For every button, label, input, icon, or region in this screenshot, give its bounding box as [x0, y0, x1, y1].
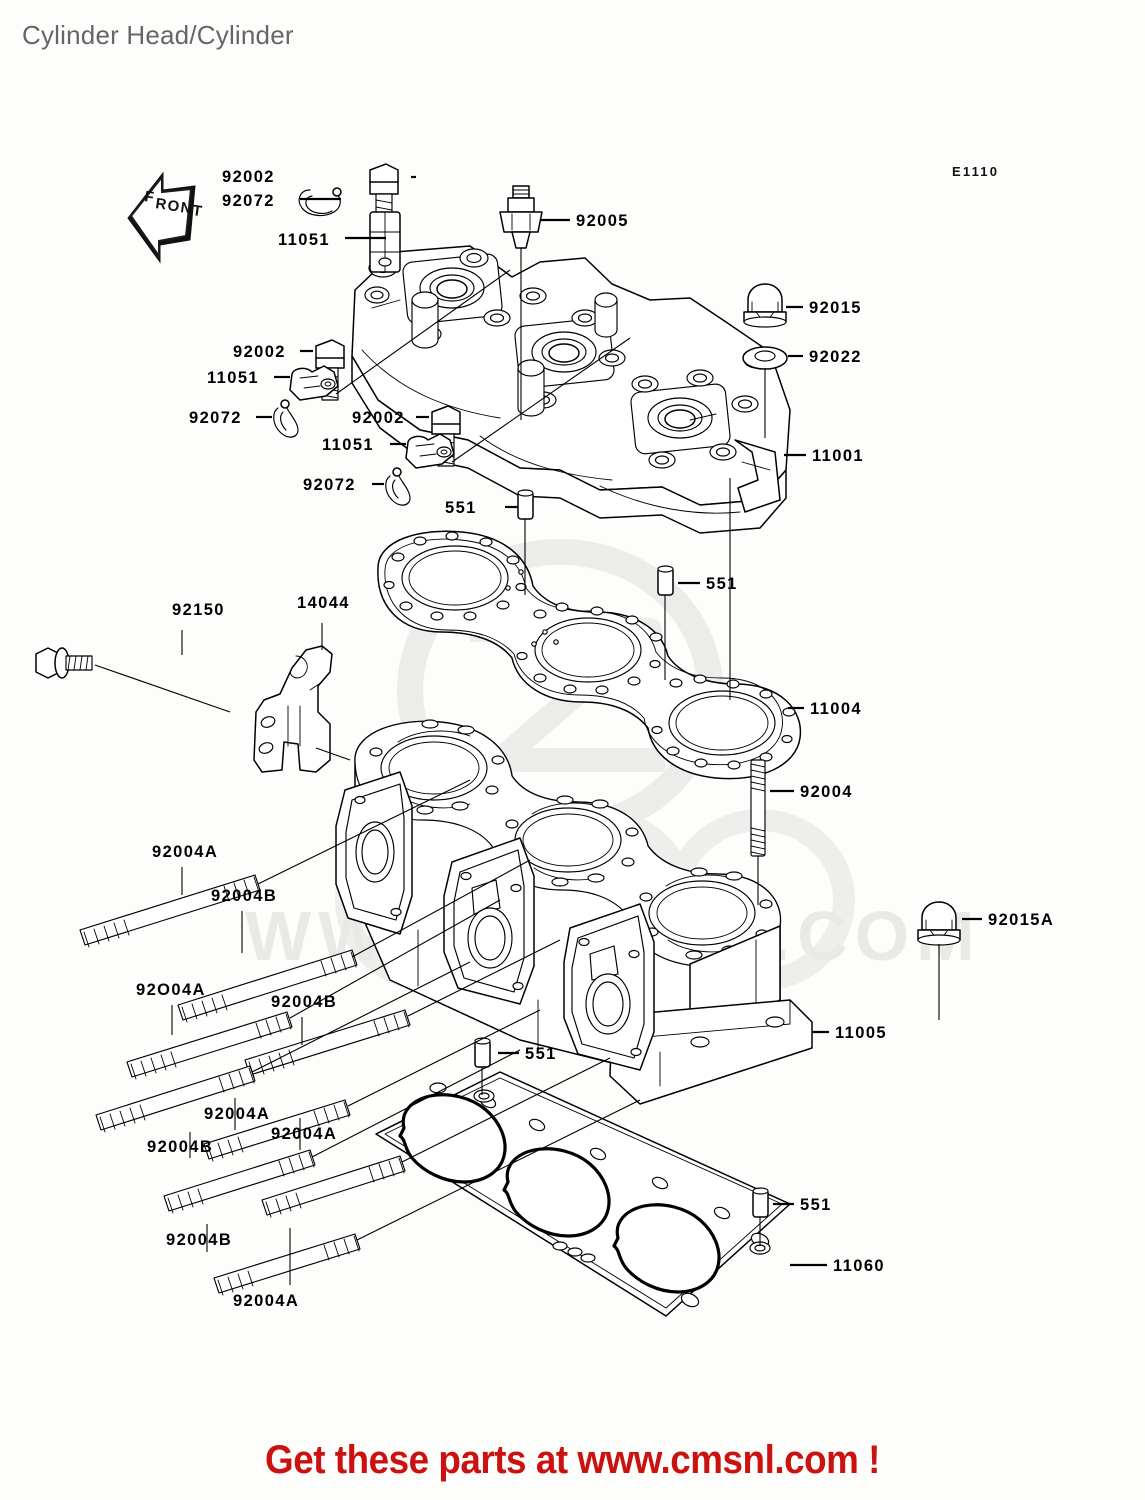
callout-551-b: 551 — [706, 575, 738, 593]
leader-lines — [94, 175, 982, 1285]
callout-92004B-4: 92004B — [166, 1231, 232, 1249]
callout-92002-mid1: 92002 — [233, 343, 286, 361]
callout-11004: 11004 — [810, 700, 862, 718]
dowel-pin-4 — [752, 1187, 769, 1218]
callout-92015A: 92015A — [988, 911, 1054, 929]
callout-551-a: 551 — [445, 499, 477, 517]
bracket-mid2-11051 — [405, 433, 455, 469]
callout-92004B-3: 92004B — [147, 1138, 213, 1156]
callout-551-c: 551 — [525, 1045, 557, 1063]
callout-11051-mid2: 11051 — [322, 436, 374, 454]
cap-nut-92015A — [917, 901, 961, 946]
callout-11051-mid1: 11051 — [207, 369, 259, 387]
clamp-spring-mid1-92072 — [273, 399, 299, 438]
callout-92072-mid2: 92072 — [303, 476, 356, 494]
stud-92004 — [750, 759, 766, 857]
callout-92004A-1: 92004A — [152, 843, 218, 861]
clamp-spring-mid2-92072 — [385, 467, 411, 506]
callout-11060: 11060 — [833, 1257, 885, 1275]
bracket-mid1-11051 — [289, 365, 339, 401]
fitting-92005 — [499, 185, 543, 249]
svg-text:T: T — [191, 202, 202, 220]
callout-92004A-5: 92004A — [233, 1292, 299, 1310]
bracket-top-11051 — [369, 211, 401, 273]
dowel-pin-3 — [474, 1037, 491, 1068]
callout-92004B-1: 92004B — [211, 887, 277, 905]
svg-text:N: N — [179, 199, 192, 217]
callout-11001: 11001 — [812, 447, 864, 465]
callout-11051-top: 11051 — [278, 231, 330, 249]
callout-92072-top: 92072 — [222, 192, 275, 210]
footer-cta: Get these parts at www.cmsnl.com ! — [265, 1438, 880, 1482]
callout-11005: 11005 — [835, 1024, 887, 1042]
callout-92004B-2: 92004B — [271, 993, 337, 1011]
stud-group — [79, 874, 411, 1296]
callout-labels: 92002 92072 11051 92005 92015 92022 9200… — [136, 168, 1054, 1310]
diagram-code: E1110 — [952, 164, 1000, 179]
svg-text:O: O — [166, 197, 180, 216]
callout-92004: 92004 — [800, 783, 853, 801]
head-gasket-part — [377, 530, 802, 780]
callout-551-d: 551 — [800, 1196, 832, 1214]
svg-text:R: R — [154, 195, 167, 213]
bolt-92150 — [35, 647, 93, 679]
dowel-pin-1 — [517, 489, 534, 520]
cylinder-block-part — [335, 719, 813, 1105]
callout-92004A-4: 92004A — [271, 1125, 337, 1143]
washer-92022 — [742, 346, 788, 370]
svg-text:F: F — [143, 188, 154, 206]
clamp-spring-top-92072 — [298, 187, 342, 217]
callout-92022: 92022 — [809, 348, 862, 366]
callout-92015: 92015 — [809, 299, 862, 317]
callout-92004A-3: 92004A — [204, 1105, 270, 1123]
front-arrow-icon: F R O N T — [127, 171, 203, 264]
callout-92072-mid1: 92072 — [189, 409, 242, 427]
callout-92005: 92005 — [576, 212, 629, 230]
dowel-pin-2 — [657, 565, 674, 596]
callout-92004A-2: 92O04A — [136, 981, 206, 999]
callout-92002-mid2: 92002 — [352, 409, 405, 427]
page-title: Cylinder Head/Cylinder — [22, 20, 294, 50]
callout-14044: 14044 — [297, 594, 350, 612]
cap-nut-92015 — [743, 283, 787, 328]
base-gasket-part — [375, 1071, 791, 1317]
callout-92150: 92150 — [172, 601, 225, 619]
callout-92002-top: 92002 — [222, 168, 275, 186]
bracket-plate-14044 — [253, 645, 333, 773]
